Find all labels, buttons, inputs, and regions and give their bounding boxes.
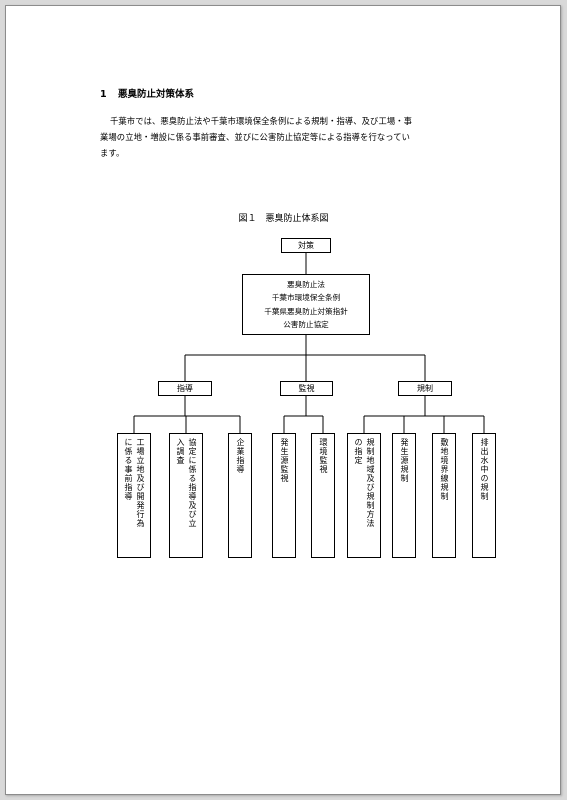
- category-node-kanshi: 監視: [280, 381, 333, 396]
- body-text-line: 業場の立地・増設に係る事前審査、並びに公害防止協定等による指導を行なってい: [100, 132, 411, 142]
- leaf-node: 環境監視: [311, 433, 335, 558]
- document-page: [5, 5, 561, 795]
- leaf-node: 工場立地及び開発行為 に係る事前指導: [117, 433, 151, 558]
- root-label: 対策: [298, 241, 314, 250]
- leaf-label: 発生源規制: [400, 438, 409, 483]
- section-heading: 1 悪臭防止対策体系: [100, 86, 194, 100]
- leaf-label: 企業指導: [236, 438, 245, 474]
- section-number: 1: [100, 89, 107, 100]
- laws-node: 悪臭防止法 千葉市環境保全条例 千葉県悪臭防止対策指針 公害防止協定: [242, 274, 370, 335]
- leaf-label: 敷地境界線規制: [440, 438, 449, 501]
- leaf-node: 協定に係る指導及び立 入調査: [169, 433, 203, 558]
- figure-caption: 図１ 悪臭防止体系図: [238, 214, 329, 224]
- leaf-label: 環境監視: [319, 438, 328, 474]
- law-item: 悪臭防止法: [287, 279, 325, 289]
- law-item: 千葉県悪臭防止対策指針: [264, 306, 348, 316]
- leaf-node: 規制地域及び規制方法 の指定: [347, 433, 381, 558]
- leaf-label: 排出水中の規制: [480, 438, 489, 501]
- category-node-shido: 指導: [158, 381, 212, 396]
- section-title: 悪臭防止対策体系: [118, 89, 195, 100]
- law-item: 公害防止協定: [283, 320, 329, 329]
- leaf-label: 協定に係る指導及び立 入調査: [176, 438, 197, 528]
- leaf-node: 排出水中の規制: [472, 433, 496, 558]
- leaf-node: 発生源規制: [392, 433, 416, 558]
- leaf-label: 規制地域及び規制方法 の指定: [354, 438, 375, 528]
- leaf-label: 発生源監視: [280, 438, 289, 483]
- leaf-node: 企業指導: [228, 433, 252, 558]
- category-label: 規制: [417, 384, 433, 393]
- leaf-label: 工場立地及び開発行為 に係る事前指導: [124, 438, 145, 528]
- law-item: 千葉市環境保全条例: [271, 293, 341, 302]
- body-text-line: ます。: [100, 148, 125, 158]
- category-label: 指導: [177, 384, 193, 393]
- root-node: 対策: [281, 238, 331, 253]
- leaf-node: 発生源監視: [272, 433, 296, 558]
- leaf-node: 敷地境界線規制: [432, 433, 456, 558]
- category-node-kisei: 規制: [398, 381, 452, 396]
- category-label: 監視: [298, 384, 315, 393]
- body-text-line: 千葉市では、悪臭防止法や千葉市環境保全条例による規制・指導、及び工場・事: [110, 116, 413, 126]
